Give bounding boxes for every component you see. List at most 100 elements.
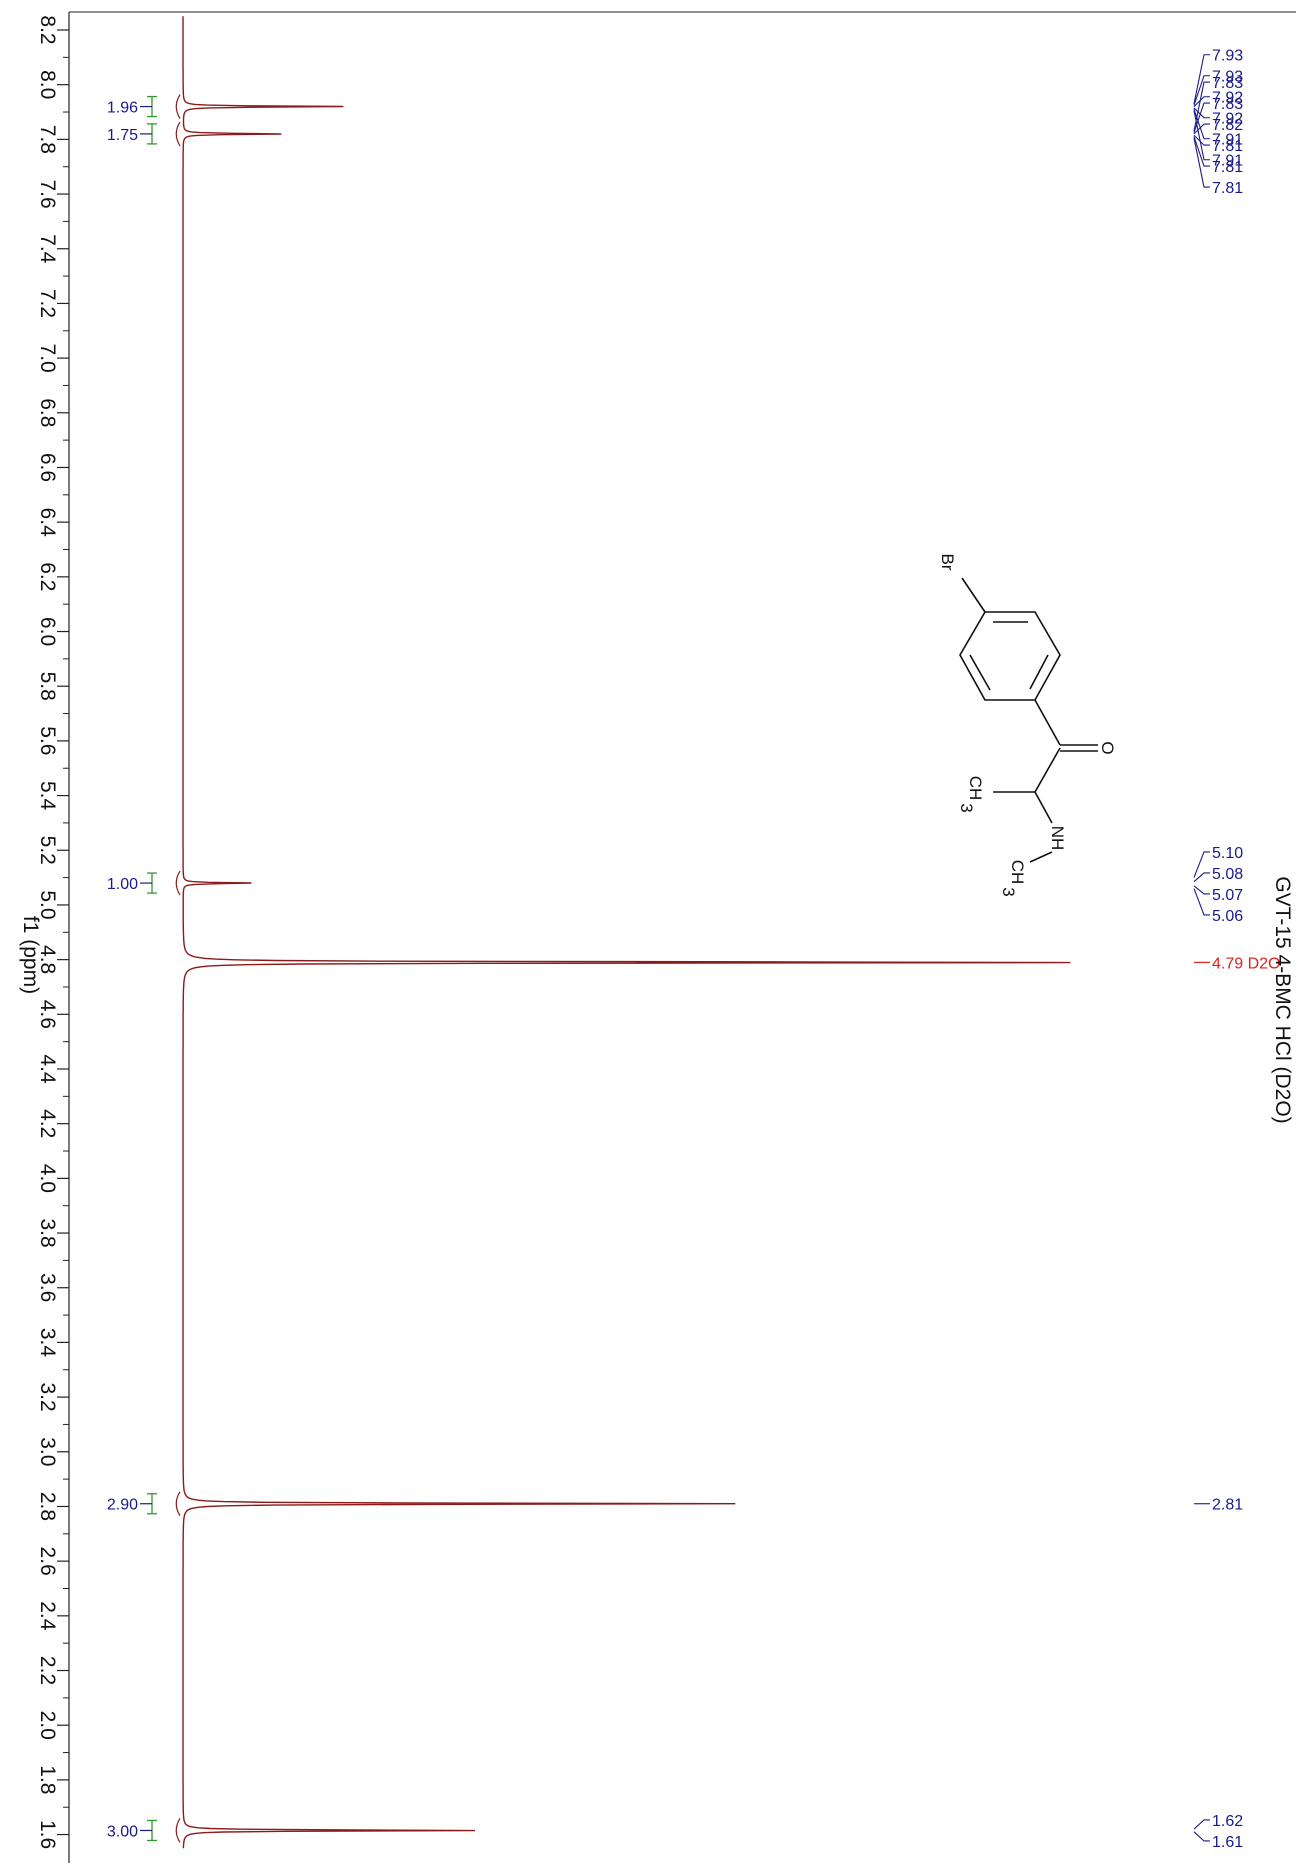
spectrum-trace [182, 16, 1071, 1849]
tick-label: 5.8 [36, 672, 59, 701]
n-methyl-bond [1029, 851, 1053, 863]
tick-label: 7.6 [36, 179, 59, 208]
integral-curve [175, 121, 181, 147]
peak-leader [1193, 137, 1210, 188]
peak-leader [1193, 75, 1210, 106]
carbonyl-alpha-bond [1034, 747, 1061, 793]
tick-label: 5.0 [36, 890, 59, 919]
peak-ppm-label: 2.81 [1212, 1497, 1243, 1514]
peak-ppm-label: 7.93 [1212, 48, 1243, 65]
c-br-bond [961, 577, 986, 613]
integral-value: 1.96 [107, 100, 138, 117]
tick-label: 4.0 [36, 1164, 59, 1193]
peak-ppm-label: 5.06 [1212, 908, 1243, 925]
br-label: Br [938, 554, 957, 571]
tick-label: 1.6 [36, 1820, 59, 1849]
peak-leader [1193, 123, 1210, 135]
tick-label: 7.0 [36, 344, 59, 373]
molecule-labels: Br O CH 3 NH CH 3 [938, 554, 1117, 897]
tick-label: 6.6 [36, 453, 59, 482]
tick-label: 6.0 [36, 617, 59, 646]
peak-leader [1193, 888, 1210, 916]
tick-label: 3.2 [36, 1382, 59, 1411]
ch3-n-label: CH [1008, 860, 1027, 885]
peak-leader [1193, 54, 1210, 104]
integrals: 1.96 1.75 1.00 2.90 3.00 [107, 94, 181, 1843]
tick-label: 6.8 [36, 398, 59, 427]
ppm-axis: 8.2 8.0 7.8 7.6 7.4 7.2 7.0 6.8 6.6 6.4 6.2 6.0 5.8 5… [36, 11, 1296, 1863]
tick-label: 8.2 [36, 15, 59, 44]
tick-label: 6.4 [36, 508, 59, 538]
peak-leader [1193, 107, 1210, 119]
o-label: O [1098, 741, 1117, 754]
tick-label: 2.8 [36, 1492, 59, 1521]
peak-ppm-label: 7.91 [1212, 132, 1243, 149]
peak-ppm-label: 5.07 [1212, 887, 1243, 904]
integral-value: 1.75 [107, 127, 138, 144]
peak-leader [1193, 110, 1210, 161]
peak-leader [1193, 1819, 1210, 1830]
ring-carbonyl-bond [1034, 699, 1061, 746]
tick-label: 3.6 [36, 1273, 59, 1302]
tick-label: 4.2 [36, 1109, 59, 1138]
ring-double-bond-3 [969, 654, 991, 691]
peak-ppm-label: 7.81 [1212, 138, 1243, 155]
peak-ppm-label: 7.92 [1212, 111, 1243, 128]
ch3-alpha-label: CH [966, 776, 985, 801]
integral-curve [175, 870, 181, 896]
tick-label: 3.4 [36, 1328, 59, 1358]
peak-leader [1193, 102, 1210, 133]
tick-label: 5.2 [36, 836, 59, 865]
tick-label: 4.8 [36, 945, 59, 974]
peak-leader [1193, 885, 1210, 895]
peak-ppm-label: 7.83 [1212, 96, 1243, 113]
x-axis-title: f1 (ppm) [19, 916, 42, 994]
tick-label: 3.8 [36, 1218, 59, 1247]
integral-value: 2.90 [107, 1497, 138, 1514]
integral-value: 1.00 [107, 876, 138, 893]
peak-ppm-label: 7.81 [1212, 180, 1243, 197]
ring-double-bond-2 [1029, 654, 1049, 690]
peak-ppm-label: 7.83 [1212, 75, 1243, 92]
nh-label: NH [1048, 826, 1067, 851]
peak-leader [1193, 96, 1210, 107]
tick-label: 6.2 [36, 562, 59, 591]
integral-curve [175, 94, 181, 119]
peak-leader [1193, 1831, 1210, 1842]
peak-ppm-label: 7.91 [1212, 153, 1243, 170]
integral-curve [175, 1491, 181, 1517]
peak-ppm-label: 7.82 [1212, 117, 1243, 134]
peak-labels: 7.93 7.93 7.92 7.92 7.91 7.91 7.83 7.83 7.82 7.81… [1193, 48, 1280, 1851]
integral-value: 3.00 [107, 1823, 138, 1840]
tick-label: 1.8 [36, 1765, 59, 1794]
peak-ppm-label: 5.08 [1212, 866, 1243, 883]
sample-title: GVT-15 4-BMC HCl (D2O) [1271, 876, 1294, 1123]
tick-label: 8.0 [36, 70, 59, 99]
tick-label: 3.0 [36, 1437, 59, 1466]
tick-label: 4.4 [36, 1054, 59, 1084]
peak-leader [1193, 851, 1210, 878]
tick-label: 7.4 [36, 234, 59, 264]
tick-label: 2.2 [36, 1656, 59, 1685]
peak-leader [1193, 136, 1210, 167]
tick-label: 2.4 [36, 1601, 59, 1631]
peak-ppm-label: 7.92 [1212, 90, 1243, 107]
peak-leader [1193, 81, 1210, 132]
tick-label: 7.2 [36, 289, 59, 318]
tick-label: 5.4 [36, 781, 59, 811]
peak-ppm-label: 1.62 [1212, 1813, 1243, 1830]
tick-label: 2.6 [36, 1547, 59, 1576]
peak-leader [1193, 109, 1210, 140]
peak-ppm-label: 1.61 [1212, 1834, 1243, 1851]
molecule-structure [959, 577, 1098, 863]
peak-leader [1193, 872, 1210, 883]
tick-label: 7.8 [36, 125, 59, 154]
alpha-n-bond [1034, 791, 1053, 824]
benzene-ring [959, 611, 1061, 701]
peak-ppm-label: 7.93 [1212, 69, 1243, 86]
ch3-n-subscript: 3 [999, 887, 1018, 896]
spectrum-line [182, 16, 1071, 1849]
tick-label: 2.0 [36, 1711, 59, 1740]
peak-leader [1193, 134, 1210, 146]
